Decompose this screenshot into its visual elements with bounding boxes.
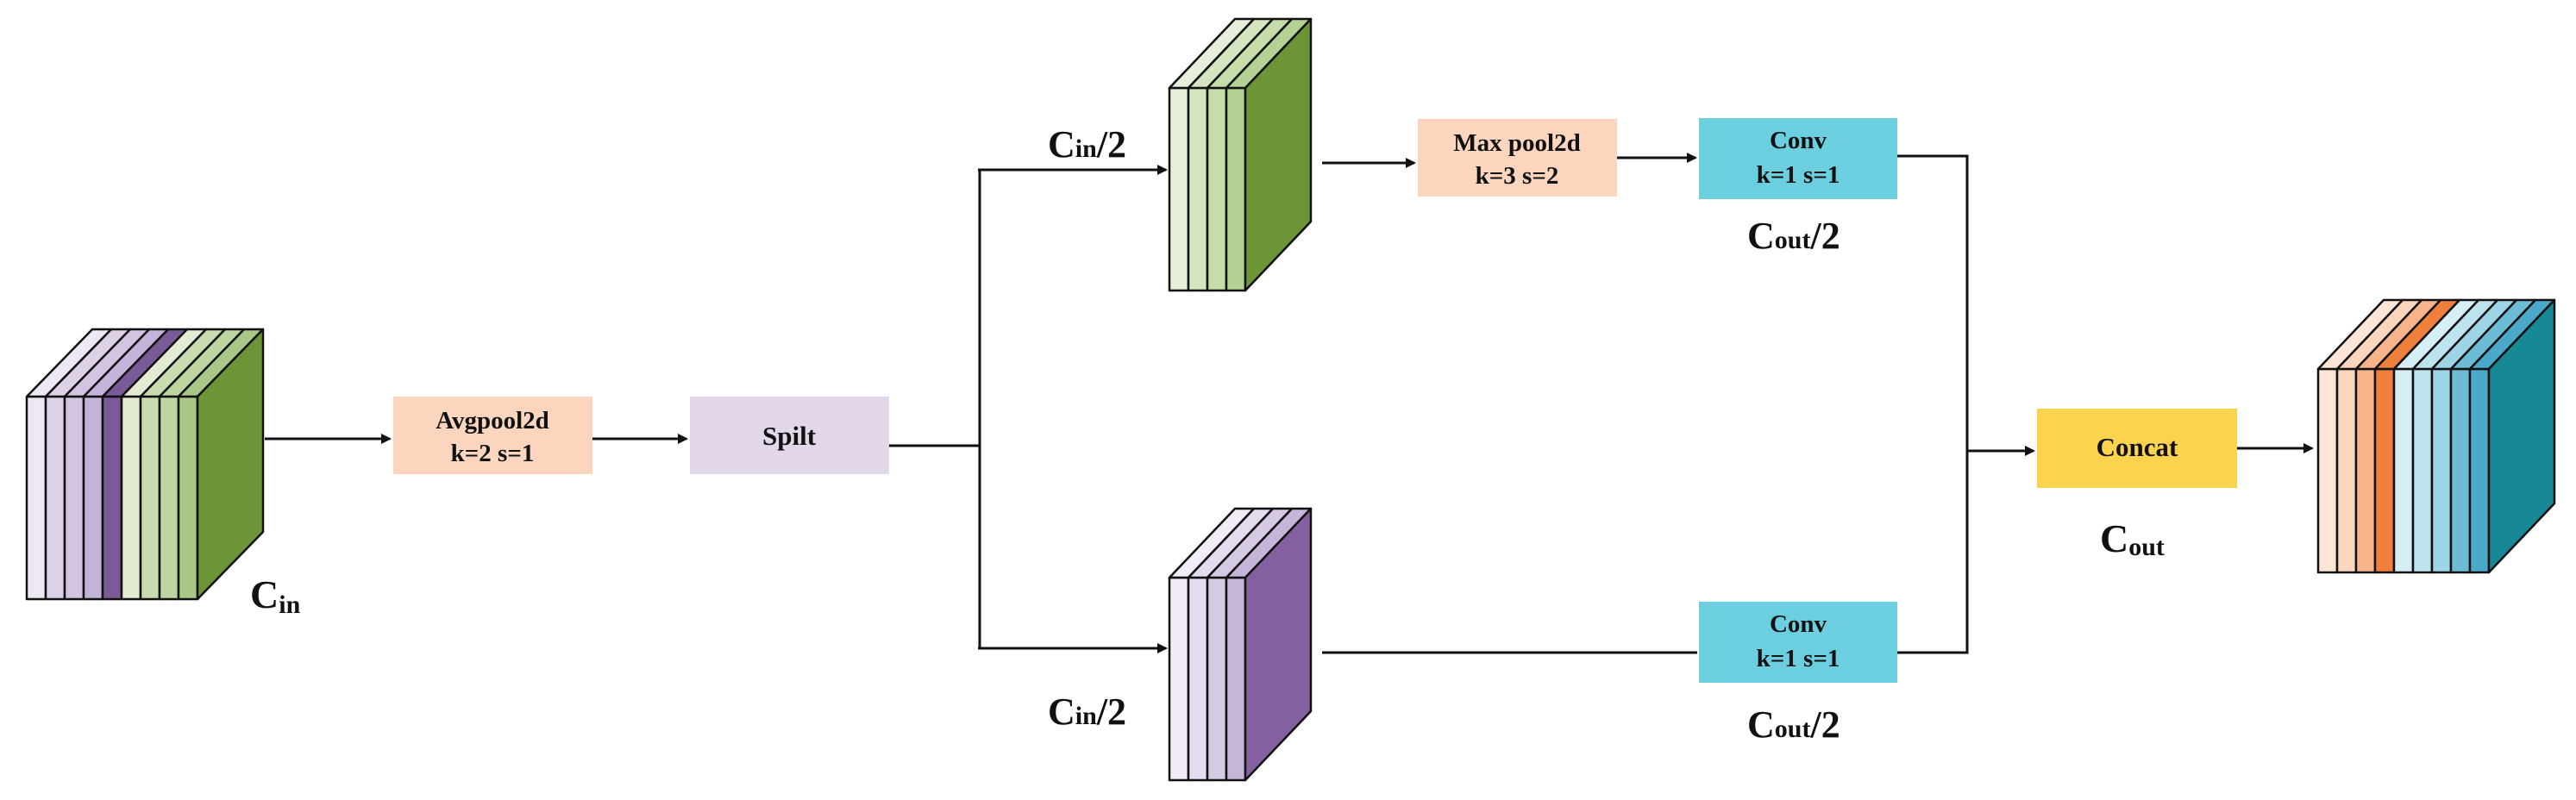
cin-label: Cin (250, 572, 301, 619)
cout-half-bottom-main: C (1747, 703, 1775, 746)
tensor-slab-front (2449, 367, 2472, 574)
conv-top-box (1699, 118, 1897, 199)
cout-label-main: C (2100, 516, 2128, 560)
tensor-slab-front (2354, 367, 2377, 574)
tensor-side-face (1244, 507, 1313, 782)
tensor-slab-front (139, 395, 161, 601)
tensor-slab-front (120, 395, 142, 601)
tensor-slab-front (63, 395, 85, 601)
tensor-slab-front (2468, 367, 2491, 574)
concat-box (2037, 409, 2237, 488)
tensor-side-face (1244, 17, 1313, 292)
conv-top-node: Conv k=1 s=1 (1699, 118, 1897, 199)
tensor-slab-front (1187, 576, 1209, 782)
avgpool-box (393, 397, 592, 474)
maxpool-node: Max pool2d k=3 s=2 (1418, 119, 1617, 197)
cout-half-top-suffix: /2 (1809, 215, 1840, 257)
maxpool-title: Max pool2d (1453, 129, 1580, 157)
split-node: Spilt (690, 397, 889, 474)
output-tensor (2316, 298, 2556, 574)
cin-half-top-suffix: /2 (1096, 123, 1126, 166)
input-tensor (25, 328, 265, 601)
tensor-slab-front (82, 395, 104, 601)
split-title: Spilt (762, 421, 817, 451)
cin-half-bottom-suffix: /2 (1096, 691, 1126, 733)
cin-label-main: C (250, 572, 279, 616)
tensor-slab-front (2392, 367, 2415, 574)
concat-node: Concat (2037, 409, 2237, 488)
tensor-slab-front (1187, 86, 1209, 292)
tensor-slab-front (1206, 86, 1228, 292)
tensor-slab-front (2430, 367, 2453, 574)
tensor-slab-front (101, 395, 123, 601)
edge-conv-top-to-merge (1897, 154, 1969, 451)
concat-title: Concat (2097, 432, 2178, 462)
conv-bottom-node: Conv k=1 s=1 (1699, 602, 1897, 683)
avgpool-title: Avgpool2d (436, 407, 549, 434)
tensor-slab-front (2373, 367, 2396, 574)
cout-half-bottom-sub: out (1775, 715, 1811, 743)
conv-top-title: Conv (1770, 127, 1827, 154)
cin-half-top-sub: in (1075, 134, 1097, 163)
cin-half-top-label: Cin/2 (1048, 123, 1126, 166)
cin-half-bottom-sub: in (1075, 702, 1097, 730)
conv-bottom-title: Conv (1770, 610, 1827, 638)
cout-half-bottom-suffix: /2 (1809, 703, 1840, 746)
tensor-side-face (2487, 298, 2556, 574)
tensor-side-face (196, 328, 265, 601)
tensor-slab-front (2411, 367, 2434, 574)
cin-label-sub: in (279, 591, 300, 619)
cin-half-bottom-label: Cin/2 (1048, 691, 1126, 733)
cout-half-bottom-label: Cout/2 (1747, 703, 1840, 746)
conv-bottom-box (1699, 602, 1897, 683)
maxpool-box (1418, 119, 1617, 197)
tensor-slab-front (25, 395, 47, 601)
tensor-slab-front (2316, 367, 2339, 574)
conv-top-params: k=1 s=1 (1757, 161, 1840, 189)
edges (265, 153, 2314, 654)
tensor-slab-front (44, 395, 66, 601)
tensor-slab-front (1168, 86, 1190, 292)
tensor-slab-front (2335, 367, 2358, 574)
cout-label-sub: out (2128, 533, 2165, 561)
cout-half-top-main: C (1747, 215, 1775, 257)
edge-conv-bottom-to-merge (1897, 451, 1969, 654)
tensor-slab-front (1206, 576, 1228, 782)
cin-half-bottom-main: C (1048, 691, 1075, 733)
cout-label: Cout (2100, 516, 2165, 561)
cin-half-top-main: C (1048, 123, 1075, 166)
tensor-slab-front (158, 395, 180, 601)
top-branch-tensor (1168, 17, 1313, 292)
avgpool-params: k=2 s=1 (451, 440, 535, 467)
tensor-slab-front (1225, 576, 1247, 782)
conv-bottom-params: k=1 s=1 (1757, 645, 1840, 672)
bottom-branch-tensor (1168, 507, 1313, 782)
tensor-slab-front (177, 395, 199, 601)
cout-half-top-sub: out (1775, 226, 1811, 254)
cout-half-top-label: Cout/2 (1747, 215, 1840, 257)
split-box (690, 397, 889, 474)
tensor-slab-front (1168, 576, 1190, 782)
maxpool-params: k=3 s=2 (1476, 162, 1559, 190)
tensor-slab-front (1225, 86, 1247, 292)
avgpool-node: Avgpool2d k=2 s=1 (393, 397, 592, 474)
